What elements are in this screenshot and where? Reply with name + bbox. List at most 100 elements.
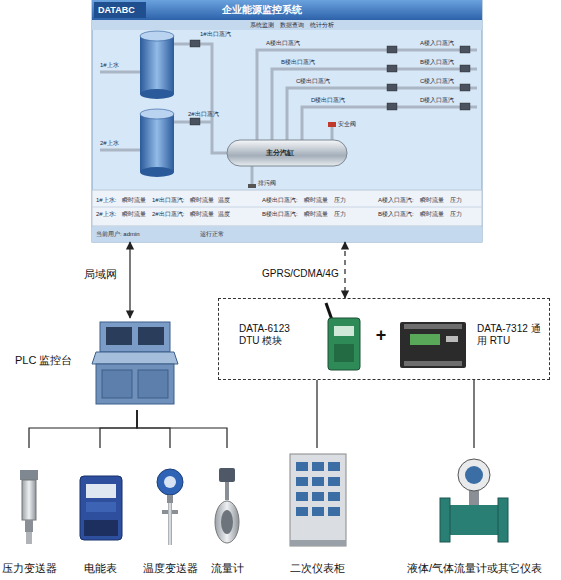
- screen-text: 2#出口蒸汽: [188, 111, 219, 118]
- dtu-module-art: [326, 303, 360, 370]
- electromagnetic-flowmeter-art: [440, 459, 508, 542]
- energy-meter-art: [86, 502, 116, 512]
- instrument-cabinet-art: [290, 454, 346, 546]
- screen-text: 2#出口蒸汽:: [152, 211, 184, 218]
- flow-meter-icon: [460, 46, 470, 53]
- plc-console-art: [100, 322, 170, 352]
- flow-meter-icon: [190, 118, 200, 125]
- storage-tank: [140, 109, 174, 119]
- flow-meter-icon: [460, 65, 470, 72]
- screen-text: D楼出口蒸汽: [311, 97, 345, 104]
- screen-text: A楼入口蒸汽: [420, 40, 454, 47]
- storage-tank: [140, 31, 174, 177]
- screen-text: 1#出口蒸汽:: [152, 197, 184, 204]
- rtu-unit-art: [400, 322, 466, 368]
- screen-text: 温度: [218, 211, 230, 218]
- wireless-group: DATA-6123 DTU 模块DATA-7312 通用 RTU+: [218, 298, 550, 380]
- screen-text: 当前用户: admin: [96, 231, 140, 238]
- flowmeter-art: [215, 501, 239, 543]
- screen-text: 1#出口蒸汽: [200, 31, 231, 38]
- pressure-transmitter-art: [22, 480, 36, 520]
- electromagnetic-flowmeter-art: [440, 498, 450, 542]
- dtu-module-art: [328, 318, 360, 370]
- instrument-cabinet-art: [328, 462, 340, 471]
- instrument-cabinet-art: [296, 462, 340, 516]
- temperature-transmitter: 温度变送器: [140, 448, 200, 578]
- flow-meter-icon: [387, 65, 397, 72]
- screen-text: 瞬时流量: [420, 197, 444, 204]
- node-text: 电能表: [70, 562, 130, 575]
- instrument-cabinet-art: [296, 477, 308, 486]
- flowmeter-art: [215, 468, 239, 543]
- screenshot-window: [92, 0, 482, 20]
- data-table: [92, 190, 482, 226]
- screen-text: B楼出口蒸汽:: [262, 211, 298, 218]
- instrument-cabinet-art: [312, 462, 324, 471]
- pressure-transmitter-art: [20, 470, 38, 480]
- screenshot-window: [92, 0, 482, 242]
- screen-text: 系统监测: [250, 22, 274, 29]
- connector: [137, 410, 170, 448]
- instrument-cabinet-art: [290, 540, 346, 546]
- flowmeter: 流量计: [205, 448, 250, 578]
- screenshot-window: [92, 0, 482, 242]
- plc-console: PLC 监控台: [15, 318, 180, 410]
- flow-meter-icon: [387, 84, 397, 91]
- node-text: 流量计: [205, 562, 250, 575]
- drain-valve: [248, 184, 256, 188]
- screen-text: 瞬时流量: [304, 197, 328, 204]
- screen-text: 瞬时流量: [304, 211, 328, 218]
- plc-console-art: [106, 327, 132, 345]
- dtu-module: DATA-6123 DTU 模块: [239, 303, 371, 377]
- screen-text: A楼出口蒸汽: [266, 40, 300, 47]
- node-text: 企业能源监控系统: [222, 4, 372, 16]
- dtu-module-art: [334, 326, 354, 336]
- pressure-transmitter-art: [20, 470, 38, 544]
- energy-meter-art: [80, 476, 122, 540]
- node-text: 压力变送器: [0, 562, 58, 575]
- connector: [29, 410, 137, 448]
- screen-text: DATABC: [98, 6, 135, 16]
- pressure-transmitter-art: [25, 520, 33, 532]
- logo-box: [94, 2, 146, 18]
- instrument-cabinet-art: [312, 492, 324, 501]
- screen-text: 2#上水: [100, 140, 119, 147]
- connector: [100, 410, 137, 448]
- energy-meter-art: [86, 484, 116, 498]
- node-text: 液体/气体流量计或其它仪表: [392, 562, 557, 575]
- connector: [129, 242, 130, 318]
- node-text: 二次仪表柜: [285, 562, 349, 575]
- flowmeter-art: [225, 482, 229, 500]
- screen-text: A楼入口蒸汽:: [378, 197, 414, 204]
- temperature-transmitter-art: [164, 476, 176, 488]
- temperature-transmitter-art: [168, 503, 172, 545]
- electromagnetic-flowmeter-art: [465, 466, 483, 484]
- screen-text: 压力: [450, 211, 462, 218]
- instrument-cabinet-art: [328, 507, 340, 516]
- steam-pipe: [331, 127, 334, 140]
- energy-meter-art: [84, 520, 118, 536]
- steam-pipe: [287, 88, 477, 140]
- screen-text: 瞬时流量: [420, 211, 444, 218]
- flowmeter-art: [221, 510, 233, 534]
- flow-meter-icon: [460, 84, 470, 91]
- screen-text: 数据查询: [280, 22, 304, 29]
- flowmeter-art: [219, 468, 235, 482]
- plc-console-art: [138, 327, 164, 345]
- screen-text: 2#上水:: [96, 211, 116, 218]
- screen-text: B楼入口蒸汽:: [378, 211, 414, 218]
- instrument-cabinet-art: [296, 492, 308, 501]
- electromagnetic-flowmeter-art: [458, 459, 490, 491]
- instrument-cabinet-art: [328, 492, 340, 501]
- electromagnetic-flowmeter-art: [448, 505, 500, 535]
- temperature-transmitter-art: [157, 469, 183, 545]
- flow-meter-icon: [387, 46, 397, 53]
- screen-text: 瞬时流量: [190, 197, 214, 204]
- screen-text: C楼出口蒸汽: [296, 78, 330, 85]
- flow-meter-icon: [460, 103, 470, 110]
- screen-text: C楼入口蒸汽: [420, 78, 454, 85]
- rtu-unit-art: [404, 324, 462, 329]
- edge-label: GPRS/CDMA/4G: [262, 268, 339, 279]
- edge-label: 局域网: [84, 268, 117, 280]
